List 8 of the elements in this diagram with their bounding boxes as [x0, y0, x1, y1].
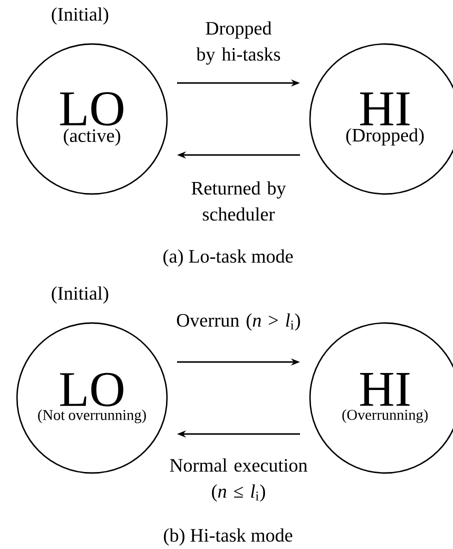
- edge-label: Normal execution (n ≤ l$_{i}$): [170, 458, 308, 502]
- state-note: (Initial): [52, 7, 108, 25]
- edge-label: Returned by scheduler: [192, 181, 286, 221]
- subfigure-caption: (b) Hi-task mode: [164, 528, 292, 546]
- edge-label: Dropped by hi-tasks: [196, 21, 280, 65]
- subfigure-caption: (a) Lo-task mode: [163, 249, 293, 267]
- state-note: (Initial): [52, 286, 108, 304]
- edge-label: Overrun (n > l$_{i}$): [176, 313, 300, 331]
